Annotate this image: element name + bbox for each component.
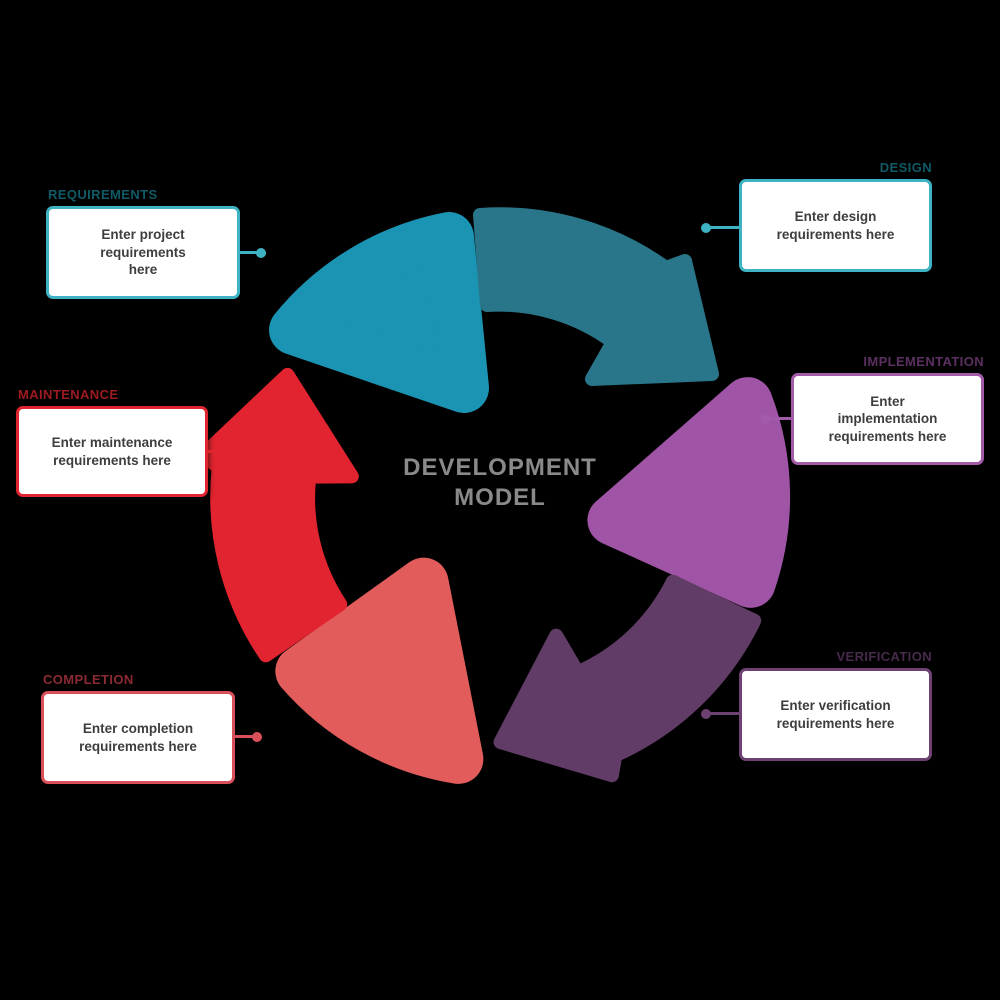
connector-dot-completion — [252, 732, 262, 742]
stage-box-implementation[interactable]: Enter implementation requirements here — [791, 373, 984, 465]
stage-text-completion: Enter completion requirements here — [79, 720, 197, 754]
stage-label-implementation: IMPLEMENTATION — [863, 354, 984, 369]
connector-dot-design — [701, 223, 711, 233]
connector-dot-maintenance — [226, 447, 236, 457]
connector-implementation — [768, 417, 791, 420]
diagram-title-line2: MODEL — [454, 484, 546, 511]
red-fan-shape[interactable] — [275, 557, 509, 806]
segment-requirements-design — [269, 207, 719, 413]
stage-text-maintenance: Enter maintenance requirements here — [51, 434, 173, 468]
connector-design — [709, 226, 739, 229]
connector-maintenance — [207, 450, 229, 453]
stage-box-maintenance[interactable]: Enter maintenance requirements here — [16, 406, 208, 497]
teal-fan-shape[interactable] — [269, 212, 489, 413]
stage-box-completion[interactable]: Enter completion requirements here — [41, 691, 235, 784]
stage-text-requirements: Enter project requirements here — [100, 227, 186, 278]
purple-arrow-shape[interactable] — [493, 539, 762, 822]
stage-label-completion: COMPLETION — [43, 672, 134, 687]
stage-box-requirements[interactable]: Enter project requirements here — [46, 206, 240, 299]
stage-label-maintenance: MAINTENANCE — [18, 387, 119, 402]
stage-text-design: Enter design requirements here — [776, 208, 895, 242]
stage-text-implementation: Enter implementation requirements here — [828, 393, 947, 444]
diagram-title-line1: DEVELOPMENT — [403, 454, 597, 481]
purple-fan-shape[interactable] — [587, 373, 828, 608]
teal-arrow-shape[interactable] — [473, 207, 719, 386]
segment-maintenance — [196, 367, 509, 806]
connector-completion — [234, 735, 255, 738]
stage-label-verification: VERIFICATION — [836, 649, 932, 664]
connector-verification — [709, 712, 739, 715]
stage-text-verification: Enter verification requirements here — [776, 697, 895, 731]
segment-implementation — [493, 373, 828, 822]
stage-label-requirements: REQUIREMENTS — [48, 187, 158, 202]
connector-dot-implementation — [760, 414, 770, 424]
connector-requirements — [239, 251, 259, 254]
connector-dot-verification — [701, 709, 711, 719]
diagram-title: DEVELOPMENT MODEL — [350, 453, 650, 513]
stage-box-design[interactable]: Enter design requirements here — [739, 179, 932, 272]
connector-dot-requirements — [256, 248, 266, 258]
stage-label-design: DESIGN — [879, 160, 932, 175]
stage-box-verification[interactable]: Enter verification requirements here — [739, 668, 932, 761]
